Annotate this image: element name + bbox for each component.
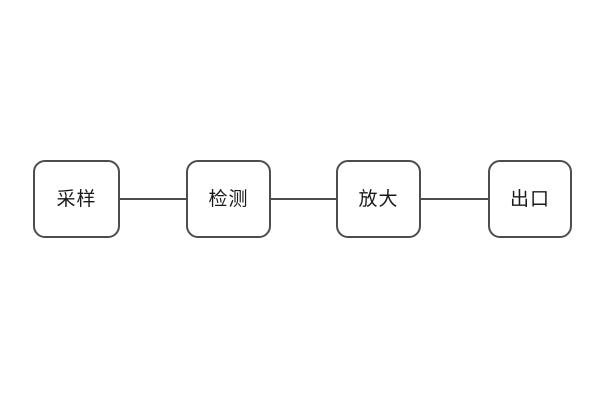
flow-node-amplification: 放大 [336,160,421,238]
flow-node-detection-label: 检测 [208,188,249,210]
connector-line-amplification-outlet [421,198,488,200]
flow-node-outlet: 出口 [488,160,572,238]
connector-line-sampling-detection [120,198,186,200]
flow-node-amplification-label: 放大 [358,188,399,210]
flow-node-sampling-label: 采样 [56,188,97,210]
flow-node-sampling: 采样 [33,160,120,238]
flow-node-outlet-label: 出口 [509,188,550,210]
connector-line-detection-amplification [271,198,336,200]
flow-node-detection: 检测 [186,160,271,238]
